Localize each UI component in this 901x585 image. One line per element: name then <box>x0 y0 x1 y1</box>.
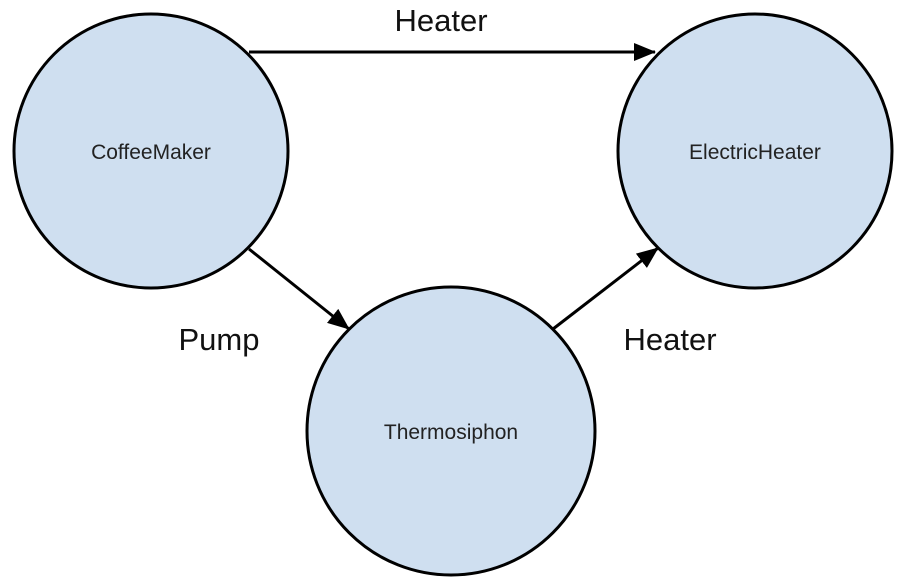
edge-line <box>552 246 659 331</box>
edge-thermosiphon-to-electricheater: Heater <box>552 246 717 357</box>
edge-label-pump: Pump <box>179 322 260 357</box>
node-circle <box>305 285 597 577</box>
node-label-thermosiphon: Thermosiphon <box>384 421 518 444</box>
node-label-coffeemaker: CoffeeMaker <box>91 141 211 164</box>
edge-line <box>248 247 350 331</box>
node-label-electricheater: ElectricHeater <box>689 141 821 164</box>
edge-label-heater-right: Heater <box>623 322 716 357</box>
edge-label-heater-top: Heater <box>394 3 487 38</box>
node-coffeemaker: CoffeeMaker <box>12 12 290 290</box>
edge-coffeemaker-to-electricheater: Heater <box>249 3 656 61</box>
node-thermosiphon: Thermosiphon <box>305 285 597 577</box>
node-electricheater: ElectricHeater <box>616 12 894 290</box>
node-circle <box>616 12 894 290</box>
edge-coffeemaker-to-thermosiphon: Pump <box>179 247 350 357</box>
node-circle <box>12 12 290 290</box>
